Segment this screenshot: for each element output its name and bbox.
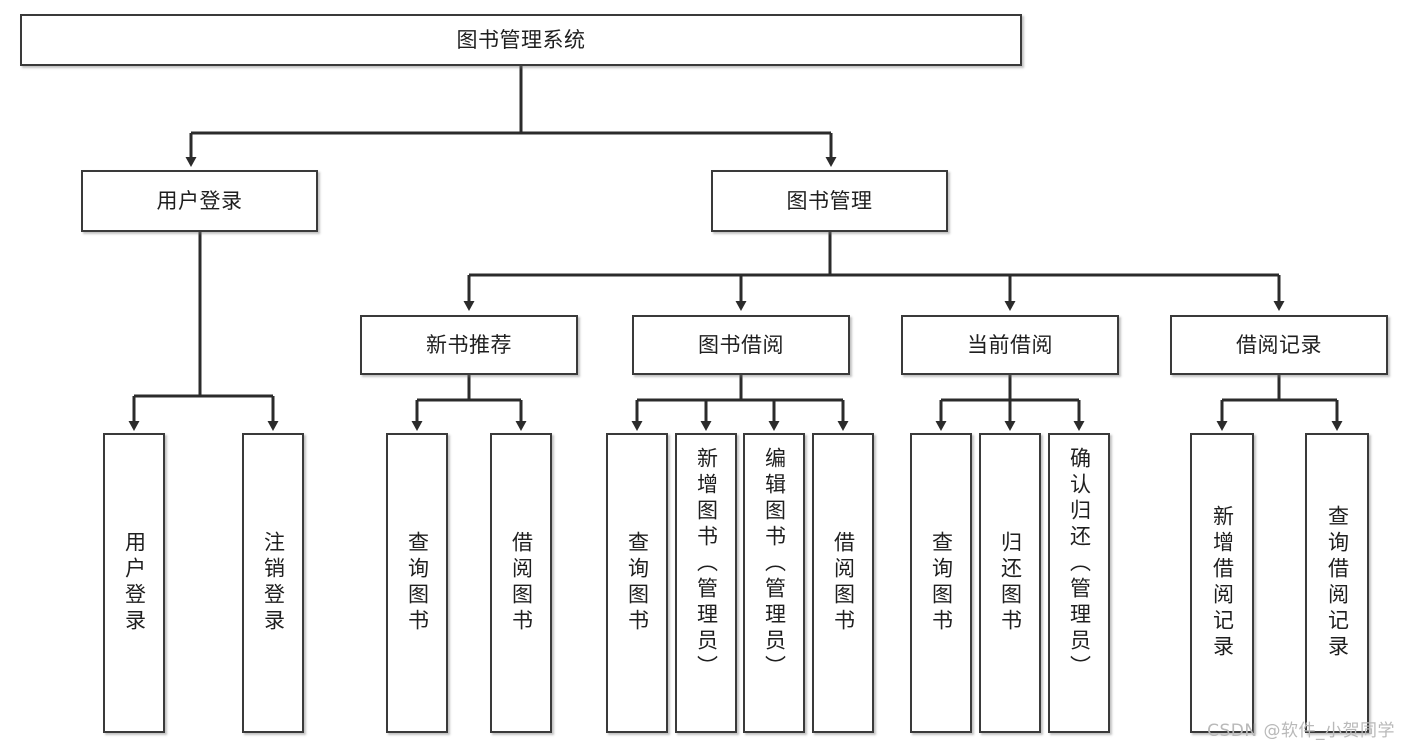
- node-label: 图书管理: [786, 188, 873, 213]
- leaf-borrow-book-2[interactable]: 借阅图书: [812, 433, 874, 733]
- node-new-book-recommend[interactable]: 新书推荐: [360, 315, 578, 375]
- leaf-confirm-return[interactable]: 确认归还（管理员）: [1048, 433, 1110, 733]
- leaf-add-book[interactable]: 新增图书（管理员）: [675, 433, 737, 733]
- node-label: 借阅图书: [509, 531, 534, 635]
- node-label: 编辑图书（管理员）: [762, 447, 787, 681]
- leaf-query-book-3[interactable]: 查询图书: [910, 433, 972, 733]
- node-label: 新增借阅记录: [1210, 505, 1235, 661]
- node-label: 新书推荐: [426, 332, 512, 357]
- csdn-watermark: CSDN @软件_小贺同学: [1207, 721, 1395, 741]
- leaf-add-record[interactable]: 新增借阅记录: [1190, 433, 1254, 733]
- leaf-return-book[interactable]: 归还图书: [979, 433, 1041, 733]
- node-book-manage[interactable]: 图书管理: [711, 170, 948, 232]
- node-label: 用户登录: [122, 531, 147, 635]
- node-label: 确认归还（管理员）: [1067, 447, 1092, 681]
- node-current-borrow[interactable]: 当前借阅: [901, 315, 1119, 375]
- node-label: 图书管理系统: [456, 27, 586, 52]
- leaf-logout-login[interactable]: 注销登录: [242, 433, 304, 733]
- node-label: 借阅记录: [1236, 332, 1322, 357]
- node-borrow-record[interactable]: 借阅记录: [1170, 315, 1388, 375]
- node-label: 查询图书: [625, 531, 650, 635]
- node-label: 用户登录: [156, 188, 243, 213]
- node-label: 查询图书: [405, 531, 430, 635]
- node-user-login[interactable]: 用户登录: [81, 170, 318, 232]
- node-book-borrow[interactable]: 图书借阅: [632, 315, 850, 375]
- leaf-user-login[interactable]: 用户登录: [103, 433, 165, 733]
- node-root-system[interactable]: 图书管理系统: [20, 14, 1022, 66]
- leaf-borrow-book-1[interactable]: 借阅图书: [490, 433, 552, 733]
- node-label: 查询图书: [929, 531, 954, 635]
- leaf-edit-book[interactable]: 编辑图书（管理员）: [743, 433, 805, 733]
- node-label: 新增图书（管理员）: [694, 447, 719, 681]
- node-label: 当前借阅: [967, 332, 1053, 357]
- node-label: 注销登录: [261, 531, 286, 635]
- leaf-query-book-1[interactable]: 查询图书: [386, 433, 448, 733]
- leaf-query-book-2[interactable]: 查询图书: [606, 433, 668, 733]
- node-label: 查询借阅记录: [1325, 505, 1350, 661]
- node-label: 归还图书: [998, 531, 1023, 635]
- node-label: 图书借阅: [698, 332, 784, 357]
- node-label: 借阅图书: [831, 531, 856, 635]
- leaf-query-record[interactable]: 查询借阅记录: [1305, 433, 1369, 733]
